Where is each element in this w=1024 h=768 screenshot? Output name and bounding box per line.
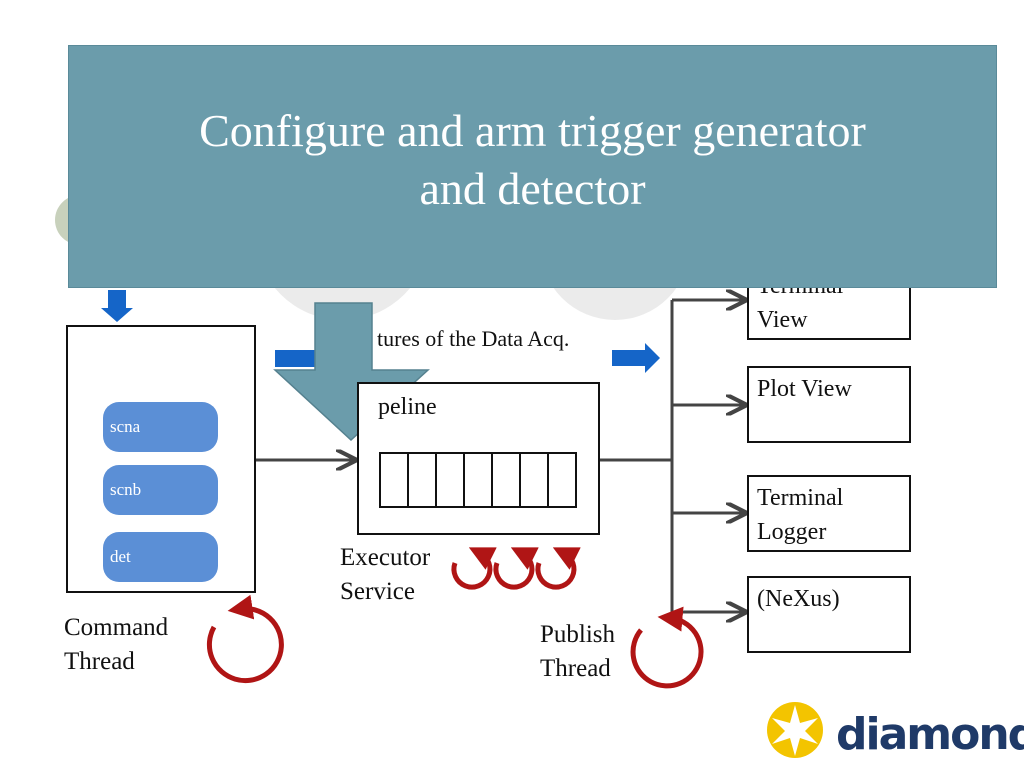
executor-cycle-icon-3	[535, 547, 581, 590]
blue-arrow-down	[101, 290, 133, 322]
title-banner: Configure and arm trigger generator and …	[68, 45, 997, 288]
executor-cycle-icon-1	[451, 547, 497, 590]
diamond-logo-text: diamond	[836, 709, 1024, 760]
banner-title: Configure and arm trigger generator and …	[199, 104, 866, 214]
pipeline-queue	[379, 452, 577, 508]
data-acq-caption: tures of the Data Acq.	[377, 326, 570, 351]
output-nexus-label: (NeXus)	[757, 586, 840, 612]
executor-service-label: Executor Service	[340, 544, 431, 605]
output-plot-view-label: Plot View	[757, 376, 852, 402]
output-terminal-logger-label: Terminal Logger	[757, 485, 844, 545]
blue-arrow-stub	[275, 350, 315, 367]
command-thread-cycle-icon	[206, 594, 284, 684]
command-item-det: det	[103, 532, 218, 582]
output-nexus: (NeXus)	[747, 576, 911, 653]
command-item-scna: scna	[103, 402, 218, 452]
executor-cycle-icon-2	[493, 547, 539, 590]
diamond-logo-icon	[767, 702, 823, 758]
output-plot-view: Plot View	[747, 366, 911, 443]
command-thread-label: Command Thread	[64, 614, 169, 675]
pipeline-label: peline	[378, 394, 437, 420]
blue-arrow-right	[612, 343, 660, 373]
publish-thread-cycle-icon	[630, 606, 704, 689]
publish-thread-label: Publish Thread	[540, 621, 616, 682]
output-terminal-logger: Terminal Logger	[747, 475, 911, 552]
command-item-scnb: scnb	[103, 465, 218, 515]
